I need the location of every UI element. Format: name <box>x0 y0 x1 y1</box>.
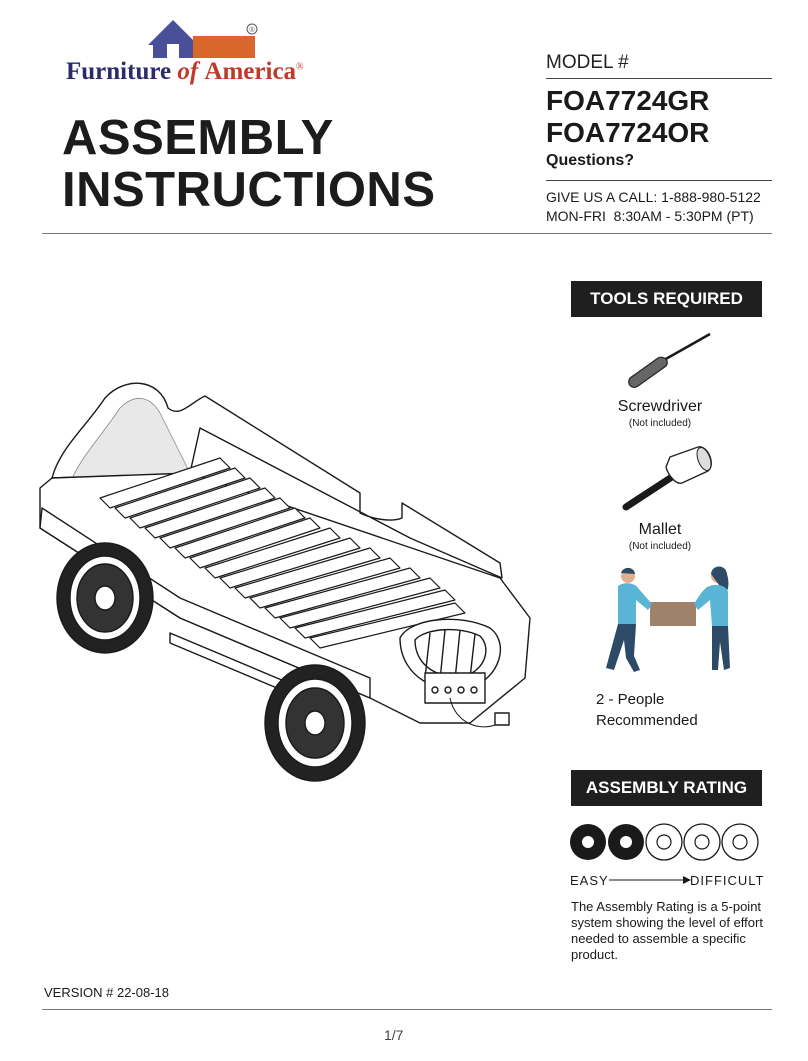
bed-slats <box>99 457 466 649</box>
scale-difficult-label: DIFFICULT <box>690 873 765 888</box>
tool-name: Mallet <box>638 521 682 538</box>
svg-text:®: ® <box>249 26 255 34</box>
tools-required-banner: TOOLS REQUIRED <box>571 281 762 317</box>
questions-heading: Questions? <box>546 152 635 169</box>
logo-word-america: America <box>204 58 297 85</box>
rating-dot-center <box>694 834 710 850</box>
rating-dot-center <box>732 834 748 850</box>
logo-word-furniture: Furniture <box>66 58 172 85</box>
assembly-rating-banner: ASSEMBLY RATING <box>571 770 762 806</box>
page-title: ASSEMBLY INSTRUCTIONS <box>62 112 436 216</box>
bed-grille <box>399 618 501 704</box>
title-line-2: INSTRUCTIONS <box>62 163 436 217</box>
tool-note: (Not included) <box>628 541 692 552</box>
divider <box>546 78 772 79</box>
scale-easy-label: EASY <box>570 873 609 888</box>
logo-word-of: of <box>177 58 199 85</box>
brand-logo: ® <box>148 20 258 58</box>
model-code: FOA7724GR <box>546 85 710 116</box>
version-number: VERSION # 22-08-18 <box>44 985 170 1000</box>
two-people-icon <box>606 566 730 672</box>
logo-house-roof <box>148 20 198 45</box>
page-number: 1/7 <box>384 1027 404 1043</box>
scale-arrow-icon <box>609 876 691 884</box>
rating-dot-center <box>582 836 594 848</box>
rating-description: The Assembly Rating is a 5-point system … <box>571 899 763 962</box>
logo-house-door <box>167 44 179 58</box>
header-divider <box>42 233 772 234</box>
title-line-1: ASSEMBLY <box>62 111 334 165</box>
model-codes: FOA7724GR FOA7724OR <box>546 85 709 149</box>
phone-line: GIVE US A CALL: 1-888-980-5122 <box>546 189 761 205</box>
people-recommended-label: 2 - People Recommended <box>596 691 698 729</box>
bed-wheel-front <box>264 664 366 782</box>
tool-note: (Not included) <box>628 418 692 429</box>
jeep-bed-illustration <box>39 382 531 782</box>
rating-dot-center <box>620 836 632 848</box>
rating-dot-center <box>656 834 672 850</box>
model-label: MODEL # <box>546 52 629 73</box>
mallet-icon <box>622 446 712 511</box>
logo-orange-block <box>193 36 255 58</box>
divider <box>546 180 772 181</box>
logo-wordmark: Furniture of America® <box>66 58 304 85</box>
hours-line: MON-FRI 8:30AM - 5:30PM (PT) <box>546 208 754 224</box>
footer-divider <box>42 1009 772 1010</box>
rating-scale <box>570 823 759 861</box>
model-code: FOA7724OR <box>546 117 710 148</box>
bed-wheel-rear <box>56 542 154 654</box>
screwdriver-icon <box>628 332 711 388</box>
tool-name: Screwdriver <box>617 398 703 415</box>
